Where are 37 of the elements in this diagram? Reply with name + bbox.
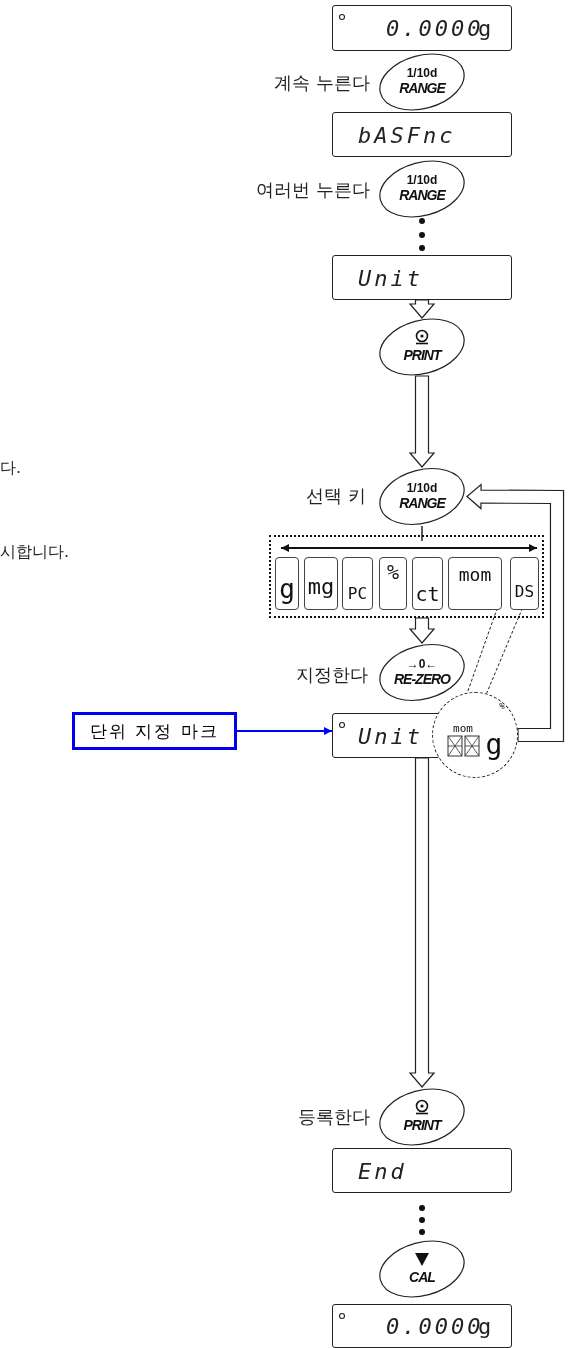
unit-cell: DS — [510, 557, 539, 610]
unit-selection-frame — [269, 535, 544, 618]
block-arrow — [408, 757, 436, 1088]
unit-cell: PC — [342, 557, 373, 610]
unit-cell: ct — [412, 557, 443, 610]
unit-cell: mg — [304, 557, 338, 610]
key-button: →0← RE-ZERO — [377, 643, 467, 702]
block-arrow — [466, 483, 565, 743]
text-fragment: 다. — [0, 460, 22, 476]
lcd-display: 0.0000g — [332, 5, 512, 51]
block-arrow — [408, 375, 436, 468]
double-arrow-bar — [280, 543, 538, 553]
instruction-text: 등록한다 — [298, 1108, 370, 1126]
lcd-display: bASFnc — [332, 112, 512, 157]
connector-line — [421, 525, 423, 542]
lcd-display: End — [332, 1148, 512, 1193]
instruction-text: 선택 키 — [306, 487, 366, 505]
key-button: 1/10d RANGE — [377, 160, 467, 218]
block-arrow — [408, 617, 436, 644]
key-button: CAL — [377, 1240, 467, 1298]
key-button: PRINT — [377, 1087, 467, 1147]
unit-cell: mom — [448, 557, 502, 610]
unit-cell: % — [379, 557, 407, 610]
unit-cell: g — [275, 557, 299, 610]
text-fragment: 시합니다. — [0, 544, 70, 560]
arrow — [236, 727, 333, 735]
instruction-text: 여러번 누른다 — [256, 181, 370, 199]
lcd-display: 0.0000g — [332, 1304, 512, 1348]
magnifier-overlay: % mom g — [432, 692, 518, 778]
lcd-display: Unit — [332, 255, 512, 300]
key-button: 1/10d RANGE — [377, 467, 467, 526]
instruction-text: 지정한다 — [296, 666, 368, 684]
instruction-text: 계속 누른다 — [274, 74, 370, 92]
key-button: 1/10d RANGE — [377, 53, 467, 111]
key-button: PRINT — [377, 318, 467, 376]
block-arrow — [408, 299, 436, 319]
callout-box: 단위 지정 마크 — [72, 712, 237, 750]
